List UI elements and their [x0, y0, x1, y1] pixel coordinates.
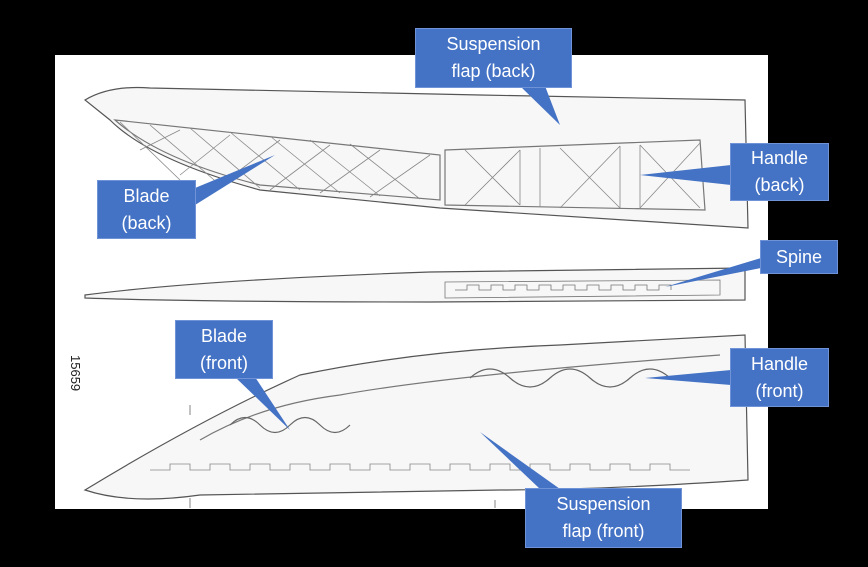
callout-label: Spine [775, 246, 823, 267]
pointer-handle-front [645, 370, 731, 385]
callout-label: Blade (back) [121, 185, 172, 233]
callout-label: Suspension flap (back) [446, 34, 541, 81]
sheath-front-outline [83, 334, 749, 500]
callout-spine: Spine [760, 240, 838, 274]
callout-handle-front: Handle (front) [730, 348, 829, 407]
pointer-spine [665, 258, 761, 287]
callout-label: Handle (front) [750, 353, 809, 401]
sheath-back-outline [83, 86, 749, 229]
pointer-blade-front [235, 377, 290, 430]
callout-blade-front: Blade (front) [175, 320, 273, 379]
front-braid-pattern [199, 354, 721, 441]
callout-suspension-flap-front: Suspension flap (front) [525, 488, 682, 548]
callout-blade-back: Blade (back) [97, 180, 196, 239]
pointer-suspension-flap-back [520, 86, 560, 125]
pointer-suspension-flap-front [480, 432, 560, 489]
pointer-handle-back [640, 165, 731, 185]
handle-back-pattern [444, 139, 706, 211]
spine-outline [84, 267, 746, 303]
catalogue-number: 15659 [68, 355, 83, 392]
callout-handle-back: Handle (back) [730, 143, 829, 201]
callout-suspension-flap-back: Suspension flap (back) [415, 28, 572, 88]
callout-label: Blade (front) [199, 325, 248, 373]
callout-label: Suspension flap (front) [556, 494, 651, 541]
callout-label: Handle (back) [750, 148, 809, 195]
pointer-blade-back [195, 155, 275, 205]
